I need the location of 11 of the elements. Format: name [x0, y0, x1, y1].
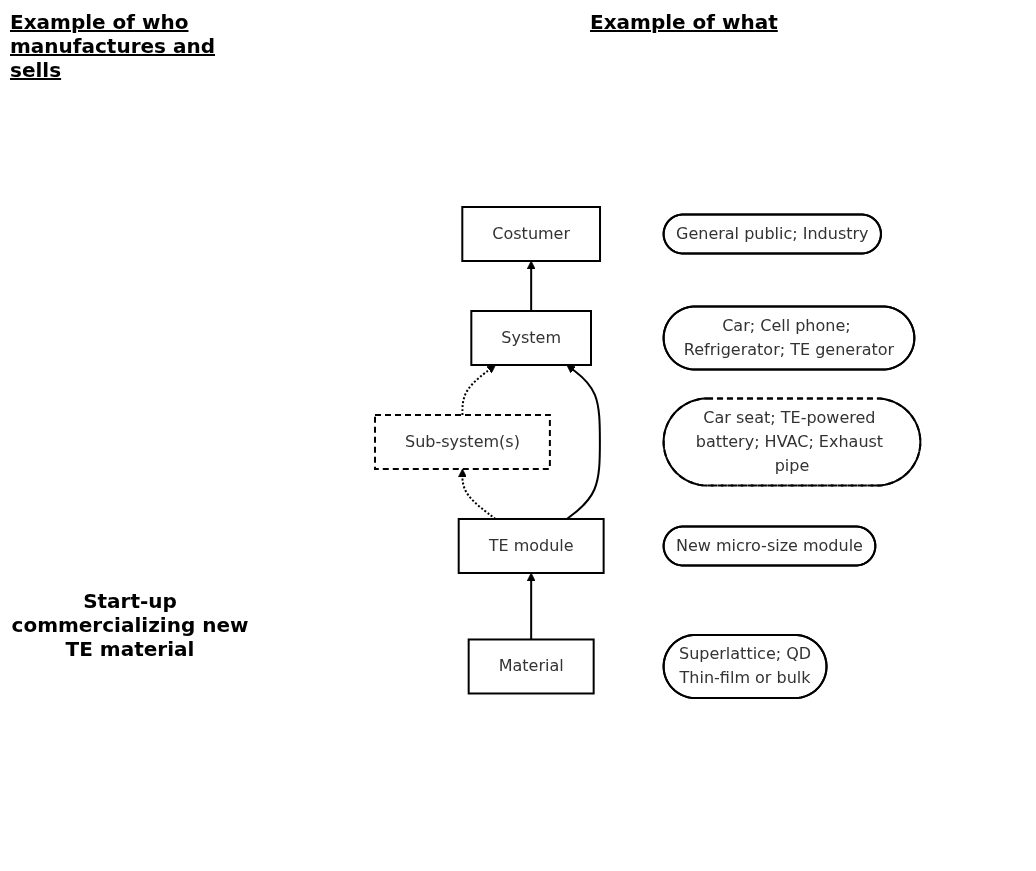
node-box: Costumer: [461, 206, 602, 262]
node-box: Sub-system(s): [374, 414, 552, 470]
arrow: [527, 260, 536, 312]
node-box: TE module: [458, 518, 605, 574]
node-box: Material: [468, 638, 595, 695]
column-heading: Example of who manufactures and sells: [10, 10, 216, 82]
bracket-label: Start-up commercializing new TE material: [10, 589, 250, 661]
column-heading: Example of what: [589, 9, 779, 34]
arrow: [527, 572, 536, 641]
node-box: System: [470, 310, 593, 366]
arrow: [566, 364, 602, 520]
